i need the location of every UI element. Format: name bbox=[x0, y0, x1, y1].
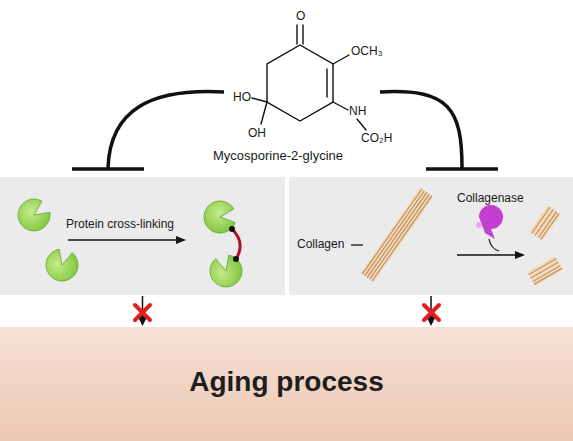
collagen-illustration bbox=[289, 177, 573, 295]
process-panel: Protein cross-linking bbox=[0, 177, 285, 295]
crosslink-illustration bbox=[0, 177, 285, 295]
outcome-band: Aging process bbox=[0, 327, 573, 441]
process-label: Protein cross-linking bbox=[66, 217, 174, 231]
outcome-title: Aging process bbox=[0, 366, 573, 398]
enzyme-label: Collagenase bbox=[457, 191, 524, 205]
atom-label: OH bbox=[248, 126, 266, 140]
compound-name: Mycosporine-2-glycine bbox=[213, 148, 343, 163]
process-panel: Collagen Collagenase bbox=[289, 177, 573, 295]
flow-arrow bbox=[426, 296, 436, 326]
flow-arrow bbox=[138, 296, 148, 326]
atom-label: O bbox=[296, 9, 305, 23]
atom-label: NH bbox=[349, 104, 366, 118]
atom-label: CO₂H bbox=[361, 131, 392, 145]
component-label: Collagen bbox=[297, 237, 344, 251]
atom-label: HO bbox=[233, 90, 251, 104]
atom-label: OCH₃ bbox=[351, 44, 383, 58]
